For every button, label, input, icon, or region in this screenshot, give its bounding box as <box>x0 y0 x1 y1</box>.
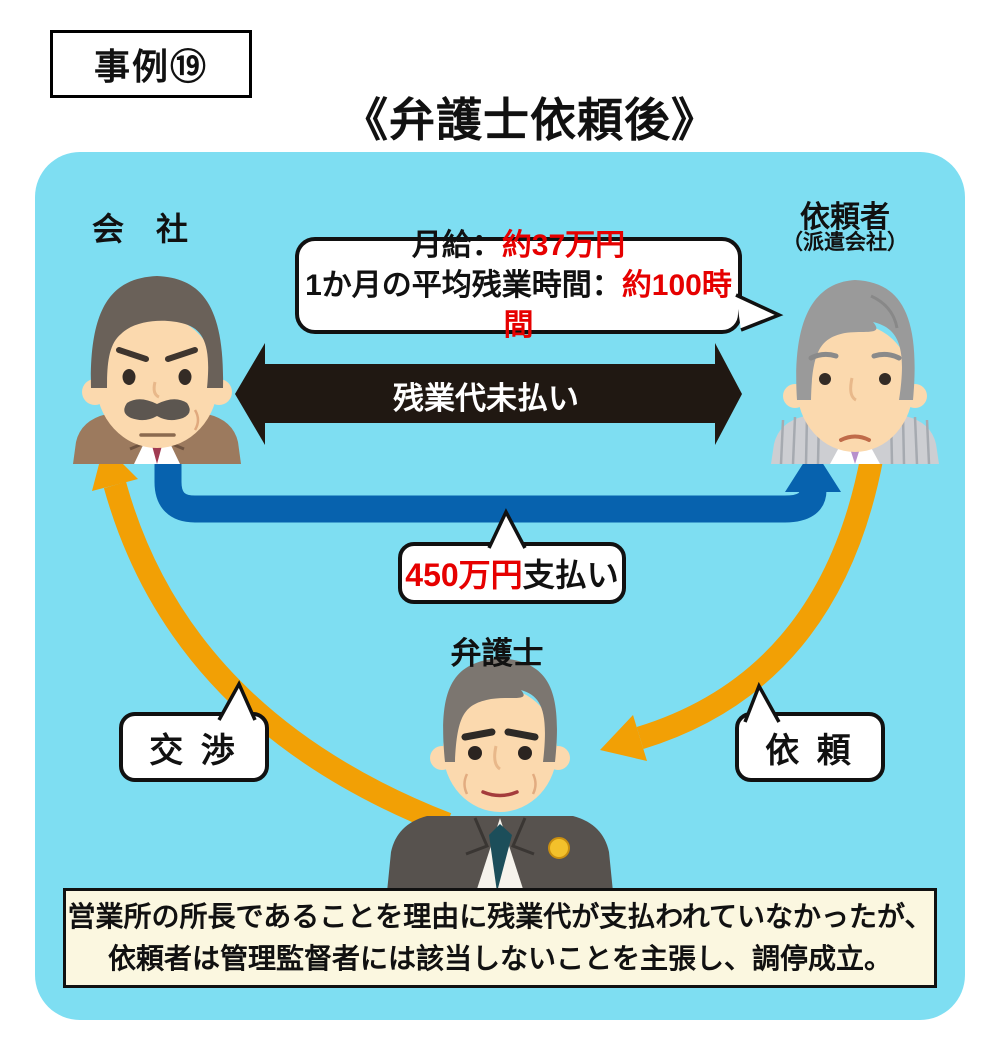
payment-bubble: 450万円支払い <box>398 542 626 604</box>
lawyer-label: 弁護士 <box>450 636 544 671</box>
salary-line2: 1か月の平均残業時間：約100時間 <box>305 268 732 342</box>
request-bubble: 依 頼 <box>735 712 885 782</box>
case-summary-line2: 依頼者は管理監督者には該当しないことを主張し、調停成立。 <box>107 943 892 974</box>
request-bubble-tail <box>743 682 781 723</box>
company-label: 会 社 <box>91 211 188 247</box>
case-summary-line1: 営業所の所長であることを理由に残業代が支払われていなかったが、 <box>67 901 933 932</box>
salary-speech-bubble: 月給：約37万円 1か月の平均残業時間：約100時間 <box>295 229 742 342</box>
payment-bubble-tail <box>487 508 527 549</box>
lawyer-icon <box>387 658 613 892</box>
salary-bubble-tail <box>735 293 784 332</box>
case-number-badge: 事例⑲ <box>50 30 252 98</box>
salary-line1: 月給：約37万円 <box>411 228 626 262</box>
company-man-icon <box>73 276 241 464</box>
case-summary-box: 営業所の所長であることを理由に残業代が支払われていなかったが、 依頼者は管理監督… <box>63 888 937 988</box>
unpaid-overtime-arrow <box>235 343 742 445</box>
diagram-panel: 会 社 依頼者 （派遣会社） 弁護士 残業代未払い 月給：約37万円 1か月の平… <box>35 152 965 1020</box>
unpaid-overtime-arrow-label: 残業代未払い <box>393 381 579 416</box>
negotiation-bubble: 交 渉 <box>119 712 269 782</box>
page-title: 《弁護士依頼後》 <box>342 94 718 146</box>
payment-arrow <box>154 448 841 523</box>
client-sublabel: （派遣会社） <box>782 231 908 254</box>
client-man-icon <box>771 280 939 465</box>
diagram-scene <box>73 276 939 892</box>
request-arrow <box>600 454 884 761</box>
negotiation-bubble-tail <box>217 680 257 721</box>
case-number-label: 事例⑲ <box>93 46 208 87</box>
client-label: 依頼者 <box>800 201 890 234</box>
